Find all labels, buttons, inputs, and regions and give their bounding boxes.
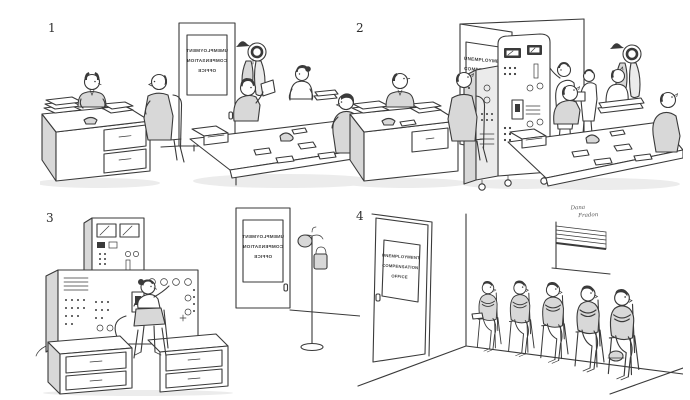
- clerk-a-looking-up: [553, 84, 581, 125]
- panel-number: 1: [48, 21, 56, 35]
- door-sign-mirrored: UNEMPLOYMENT COMPENSATION OFFICE: [242, 234, 284, 259]
- clerk-looking-up: [385, 72, 415, 108]
- panel-4-waiting-room: 4 Dana Fradon UNEMPLOYMENT: [348, 196, 684, 396]
- waiting-man: [540, 281, 569, 364]
- door-knob: [375, 293, 381, 302]
- bowler-hat-in-hand: [607, 350, 625, 362]
- door-knob: [228, 111, 234, 120]
- work-table: [189, 120, 373, 186]
- svg-text:UNEMPLOYMENT: UNEMPLOYMENT: [186, 48, 228, 53]
- svg-text:OFFICE: OFFICE: [391, 273, 408, 279]
- svg-text:COMPENSATION: COMPENSATION: [186, 58, 227, 63]
- panel-1-office-before: 1 UNEMPLOYMENT COMPENSATION OFFICE: [36, 8, 377, 193]
- room-lines: [357, 213, 684, 395]
- door-knob: [283, 283, 289, 292]
- envelope-on-lap: [471, 312, 484, 320]
- telephone-icon: [279, 132, 294, 142]
- hat-icon: [297, 234, 313, 248]
- svg-text:OFFICE: OFFICE: [198, 68, 216, 73]
- svg-text:OFFICE: OFFICE: [254, 254, 272, 259]
- door-sign-mirrored: UNEMPLOYMENT COMPENSATION OFFICE: [186, 48, 228, 73]
- svg-text:COMPENSATION: COMPENSATION: [242, 244, 283, 249]
- work-table: [507, 121, 684, 187]
- office-door-outside: UNEMPLOYMENT COMPENSATION OFFICE: [371, 213, 433, 363]
- computer-operator: [133, 279, 170, 359]
- computer-console: [35, 217, 229, 395]
- panel-number: 2: [356, 21, 364, 35]
- power-cord: [35, 345, 47, 357]
- waiting-man: [508, 279, 535, 358]
- artist-signature: Dana Fradon: [569, 205, 599, 219]
- svg-text:UNEMPLOYMENT: UNEMPLOYMENT: [382, 253, 420, 261]
- clerk-c-looking-up: [652, 91, 681, 153]
- panel-number: 4: [356, 209, 364, 223]
- svg-text:UNEMPLOYMENT: UNEMPLOYMENT: [242, 234, 284, 239]
- window-blinds: [551, 221, 611, 275]
- door-sign: UNEMPLOYMENT COMPENSATION OFFICE: [382, 253, 420, 280]
- visitor-looking-up: [447, 71, 488, 163]
- panel-3-computer-installed: 3: [30, 196, 361, 396]
- visitor-on-chair: [143, 73, 185, 163]
- clerk-sorting: [288, 65, 339, 101]
- svg-text:UNEMPLOYMENT: UNEMPLOYMENT: [464, 56, 506, 65]
- svg-text:COMPENSATION: COMPENSATION: [382, 263, 419, 271]
- panel-number: 3: [46, 211, 54, 225]
- svg-text:Fradon: Fradon: [577, 212, 599, 219]
- interview-desk: [41, 96, 151, 182]
- waiting-man: [574, 284, 605, 373]
- paper-in-hand: [260, 79, 276, 97]
- clerk-at-desk: [77, 72, 107, 110]
- clerk-reading: [233, 78, 276, 122]
- telephone-icon: [83, 116, 98, 125]
- technician-helper: [573, 69, 598, 148]
- office-door: UNEMPLOYMENT COMPENSATION OFFICE: [235, 207, 361, 317]
- soft-hat-icon: [236, 41, 250, 47]
- interview-desk: [349, 100, 459, 182]
- handbag-icon: [313, 253, 328, 270]
- hat-stand: [297, 226, 328, 352]
- svg-text:Dana: Dana: [569, 205, 585, 212]
- panel-2-computer-arrives: 2 UNEMPLOYMENT COMPENSATION OFFICE: [344, 8, 684, 193]
- office-door: UNEMPLOYMENT COMPENSATION OFFICE: [160, 22, 273, 150]
- clerk-b-looking-up: [597, 66, 645, 114]
